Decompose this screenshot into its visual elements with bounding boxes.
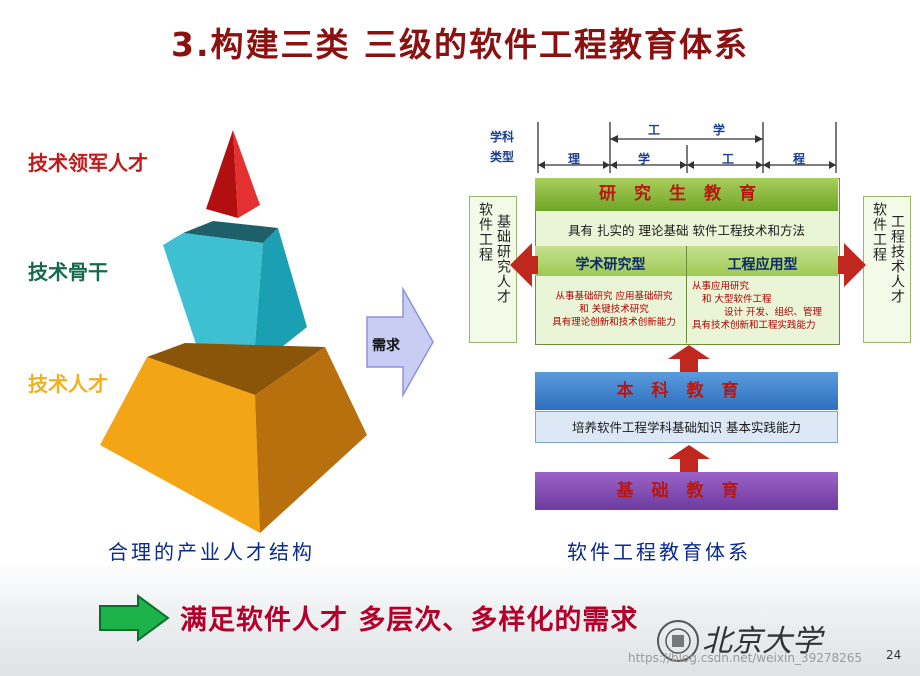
academic-line-1: 从事基础研究 应用基础研究 (555, 291, 673, 302)
footer-slogan: 满足软件人才 多层次、多样化的需求 (180, 605, 639, 636)
pyramid-top-left (206, 130, 238, 218)
basic-edu-title: 基础教育 (535, 472, 838, 510)
right-side-text-2: 工程技术人才 (889, 214, 905, 304)
tier-label-backbone: 技术骨干 (28, 260, 108, 284)
undergrad-subtitle: 培养软件工程学科基础知识 基本实践能力 (535, 411, 838, 443)
right-arrow (838, 243, 866, 287)
header-xue: 学 (713, 123, 726, 137)
pyramid-caption: 合理的产业人才结构 (108, 540, 315, 564)
graduate-title: 研究生教育 (535, 178, 838, 211)
pyramid-bottom-front (100, 357, 260, 533)
pyramid-middle-side (253, 228, 307, 370)
applied-line-3: 设计 开发、组织、管理 (724, 307, 823, 318)
up-arrow-2 (668, 445, 710, 473)
applied-line-4: 具有技术创新和工程实践能力 (692, 320, 816, 331)
discipline-label-1: 学科 (490, 130, 515, 144)
applied-type-title: 工程应用型 (727, 257, 798, 273)
system-caption: 软件工程教育体系 (567, 540, 751, 564)
tier-label-leaders: 技术领军人才 (28, 151, 148, 175)
pyramid-bottom-side (255, 347, 367, 533)
demand-label: 需求 (372, 338, 400, 354)
academic-type-title: 学术研究型 (575, 257, 646, 273)
slide-title: 3.构建三类 三级的软件工程教育体系 (171, 25, 749, 64)
header-li: 理 (568, 152, 581, 166)
pyramid-middle-front (163, 233, 263, 370)
header-gong: 工 (648, 123, 661, 137)
header-cheng: 程 (793, 152, 806, 166)
applied-line-2: 和 大型软件工程 (702, 294, 772, 305)
header-xue2: 学 (638, 152, 651, 166)
undergrad-title: 本科教育 (535, 372, 838, 410)
pyramid-top-right (233, 130, 260, 218)
right-side-box (863, 196, 911, 343)
graduate-subtitle: 具有 扎实的 理论基础 软件工程技术和方法 (568, 223, 805, 238)
academic-line-2: 和 关键技术研究 (579, 304, 649, 315)
discipline-header-lines (537, 122, 837, 173)
applied-line-1: 从事应用研究 (692, 281, 750, 292)
left-side-text-2: 基础研究人才 (495, 214, 511, 304)
page-number: 24 (886, 648, 902, 662)
watermark-url: https://blog.csdn.net/weixin_39278265 (628, 651, 863, 665)
header-gong2: 工 (722, 152, 735, 166)
pku-seal-icon (657, 620, 699, 662)
graduate-divider (686, 246, 687, 343)
academic-line-3: 具有理论创新和技术创新能力 (552, 317, 676, 328)
right-side-text-1: 软件工程 (871, 202, 887, 262)
left-side-text-1: 软件工程 (477, 202, 493, 262)
discipline-label-2: 类型 (490, 150, 515, 164)
left-arrow (510, 243, 538, 287)
demand-arrow (366, 287, 434, 397)
up-arrow-1 (668, 345, 710, 373)
talent-pyramid (100, 130, 367, 533)
slogan-arrow-icon (99, 594, 170, 642)
tier-label-talent: 技术人才 (28, 372, 108, 396)
pku-logo-text: 北京大学 (702, 624, 822, 659)
